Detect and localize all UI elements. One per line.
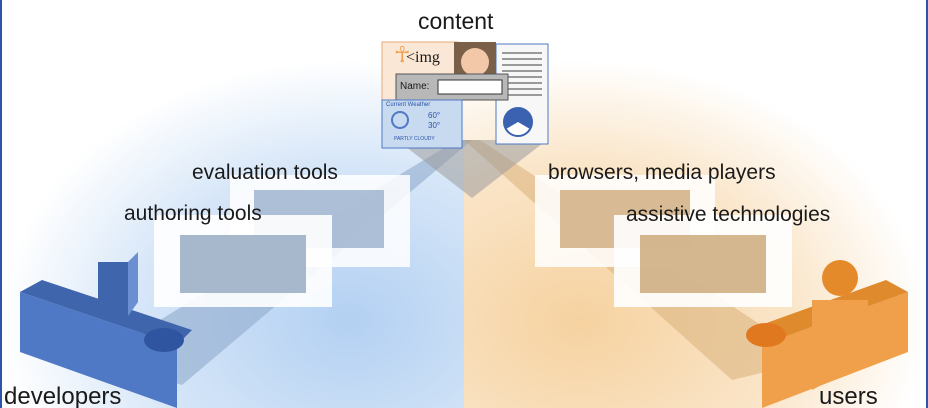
developers-figure	[20, 252, 192, 408]
weather-title: Current Weather	[386, 102, 431, 108]
figure-icon: ☥	[394, 42, 410, 67]
users-figure	[746, 260, 908, 408]
name-field-label: Name:	[400, 81, 430, 92]
developers-label: developers	[4, 383, 122, 408]
weather-condition: PARTLY CLOUDY	[394, 136, 435, 142]
authoring-tools-label: authoring tools	[124, 202, 262, 225]
beam-cross	[397, 140, 547, 198]
users-label: users	[819, 383, 878, 408]
content-graphic: ☥	[381, 41, 549, 149]
weather-high: 60°	[428, 111, 441, 120]
content-label: content	[418, 8, 494, 34]
authoring-tools-frame	[154, 215, 332, 307]
img-tag-text: <img	[406, 49, 440, 66]
user-head-icon	[822, 260, 858, 296]
assistive-technologies-label: assistive technologies	[626, 203, 831, 226]
user-hand-icon	[746, 323, 786, 347]
developer-hand-icon	[144, 328, 184, 352]
assistive-tech-frame	[614, 215, 792, 307]
weather-widget	[381, 99, 463, 149]
browsers-label: browsers, media players	[548, 161, 776, 184]
evaluation-tools-label: evaluation tools	[192, 161, 338, 184]
weather-low: 30°	[428, 121, 441, 130]
